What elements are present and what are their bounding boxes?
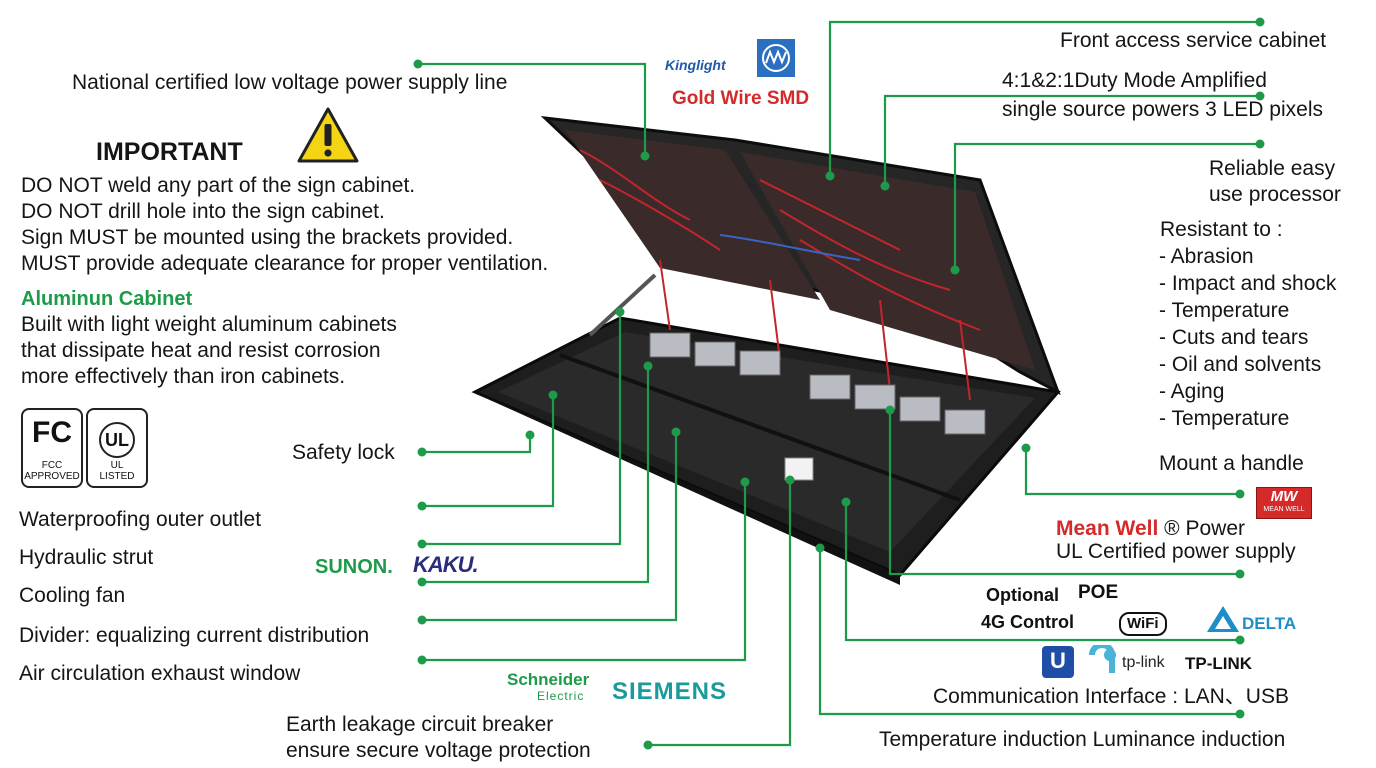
schneider-logo-line-1: Schneider [507, 670, 590, 689]
resistant-item: - Oil and solvents [1159, 353, 1322, 376]
resistant-item: - Temperature [1159, 299, 1290, 322]
schneider-logo-line-2: Electric [537, 689, 585, 703]
poe-label: POE [1078, 582, 1119, 603]
resistant-title: Resistant to : [1160, 218, 1283, 241]
national-line-label: National certified low voltage power sup… [72, 71, 508, 94]
front-access-label: Front access service cabinet [1060, 29, 1327, 52]
important-line-3: Sign MUST be mounted using the brackets … [21, 226, 514, 249]
fcc-symbol: FC [32, 416, 72, 449]
aluminum-line-3: more effectively than iron cabinets. [21, 365, 346, 388]
processor-line-2: use processor [1209, 183, 1341, 206]
duty-mode-line-2: single source powers 3 LED pixels [1002, 98, 1323, 121]
psu-2 [694, 341, 736, 367]
siemens-logo: SIEMENS [612, 678, 728, 705]
psu-1 [649, 332, 691, 358]
aluminum-line-2: that dissipate heat and resist corrosion [21, 339, 381, 362]
resistant-item: - Cuts and tears [1159, 326, 1309, 349]
elcb-line-2: ensure secure voltage protection [286, 739, 591, 762]
tray-divider [559, 353, 961, 502]
breaker-module [784, 457, 814, 481]
important-line-1: DO NOT weld any part of the sign cabinet… [21, 174, 416, 197]
meanwell-logo: MW MEAN WELL [1256, 487, 1312, 519]
important-line-4: MUST provide adequate clearance for prop… [21, 252, 549, 275]
fcc-caption-line-1: FCC [41, 460, 63, 471]
ubiquiti-icon: U [1042, 646, 1074, 678]
psu-6 [899, 396, 941, 422]
elcb-line-1: Earth leakage circuit breaker [286, 713, 554, 736]
ul-caption: UL LISTED [88, 460, 146, 482]
delta-logo: DELTA [1242, 614, 1297, 633]
wifi-logo: WiFi [1119, 612, 1167, 636]
cooling-fan-label: Cooling fan [19, 584, 126, 607]
fcc-caption: FCC APPROVED [23, 460, 81, 482]
resistant-item: - Abrasion [1159, 245, 1254, 268]
ul-psu-label: UL Certified power supply [1056, 540, 1296, 563]
resistant-item: - Aging [1159, 380, 1225, 403]
aluminum-cabinet-title: Aluminun Cabinet [21, 288, 193, 310]
optional-label: Optional [986, 585, 1059, 605]
meanwell-logo-sub: MEAN WELL [1263, 506, 1305, 513]
ul-caption-line-1: UL [110, 460, 124, 471]
psu-7 [944, 409, 986, 435]
mount-handle-label: Mount a handle [1159, 452, 1304, 475]
duty-mode-line-1: 4:1&2:1Duty Mode Amplified [1002, 69, 1267, 92]
meanwell-power-text: ® Power [1164, 517, 1245, 540]
exhaust-window-label: Air circulation exhaust window [19, 662, 301, 685]
safety-lock-label: Safety lock [292, 441, 395, 464]
communication-interface-label: Communication Interface : LAN、USB [933, 685, 1289, 708]
kaku-logo: KAKU. [413, 552, 479, 577]
delta-icon [1207, 606, 1239, 632]
fcc-approved-badge: FC FCC APPROVED [21, 408, 83, 488]
ul-symbol: UL [88, 422, 146, 458]
sunon-logo: SUNON. [315, 556, 393, 578]
ul-listed-badge: UL UL LISTED [86, 408, 148, 488]
ul-circle: UL [99, 422, 135, 458]
schneider-logo: Schneider Electric [507, 671, 589, 705]
tplink-icon [1089, 645, 1116, 673]
cabinet-bottom-inner [498, 332, 1035, 552]
divider-label: Divider: equalizing current distribution [19, 624, 370, 647]
processor-line-1: Reliable easy [1209, 157, 1336, 180]
meanwell-logo-mark: MW [1270, 488, 1298, 505]
important-title: IMPORTANT [96, 138, 243, 166]
lid-panel-left [565, 130, 820, 300]
psu-3 [739, 350, 781, 376]
gold-wire-smd-label: Gold Wire SMD [672, 88, 810, 109]
fcc-caption-line-2: APPROVED [24, 471, 80, 482]
resistant-item: - Temperature [1159, 407, 1290, 430]
hydraulic-strut [588, 273, 657, 337]
resistant-item: - Impact and shock [1159, 272, 1337, 295]
psu-4 [809, 374, 851, 400]
hydraulic-strut-label: Hydraulic strut [19, 546, 154, 569]
waterproof-outlet-label: Waterproofing outer outlet [19, 508, 262, 531]
tplink-logo-big: TP-LINK [1185, 654, 1253, 673]
ul-caption-line-2: LISTED [99, 471, 135, 482]
important-line-2: DO NOT drill hole into the sign cabinet. [21, 200, 385, 223]
kinglight-icon [757, 39, 795, 77]
meanwell-power-label: Mean Well ® Power [1056, 516, 1245, 542]
kinglight-logo: Kinglight [665, 57, 726, 73]
4g-control-label: 4G Control [981, 612, 1074, 632]
warning-icon [297, 107, 359, 163]
tplink-logo-small: tp-link [1122, 654, 1165, 671]
meanwell-brand-text: Mean Well [1056, 517, 1159, 540]
aluminum-line-1: Built with light weight aluminum cabinet… [21, 313, 397, 336]
temperature-induction-label: Temperature induction Luminance inductio… [879, 728, 1286, 751]
psu-5 [854, 384, 896, 410]
